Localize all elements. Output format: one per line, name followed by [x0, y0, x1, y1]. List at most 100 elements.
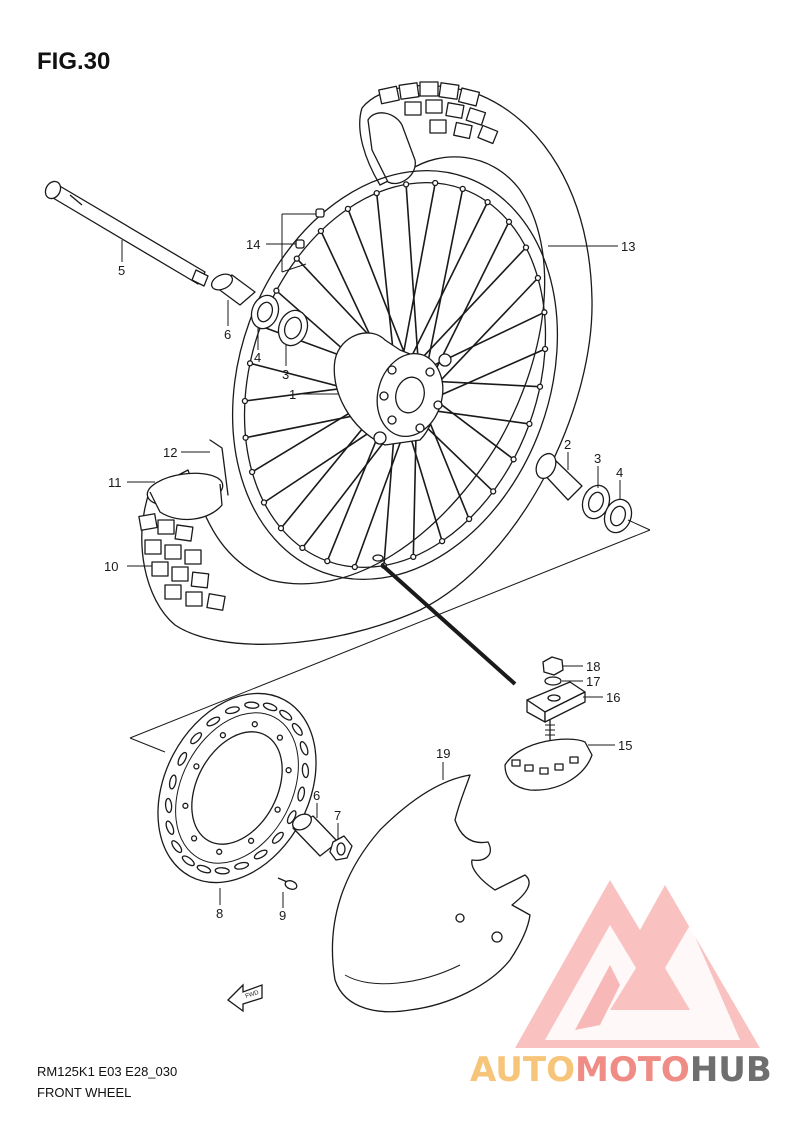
rim-tape: [209, 439, 229, 496]
disc-bolt-hole: [285, 767, 292, 774]
bearing-left: [277, 309, 309, 347]
callout-4-right: 4: [616, 465, 623, 480]
callout-12: 12: [163, 445, 177, 460]
spoke-nipple: [536, 383, 544, 390]
spoke-nipple: [260, 499, 268, 506]
disc-slot: [171, 840, 183, 854]
disc-bolt-hole: [247, 837, 255, 844]
disc-slot: [253, 849, 268, 860]
disc-bolt-hole: [276, 734, 284, 741]
spoke-nipple: [505, 218, 513, 225]
bearing-right: [581, 484, 611, 520]
spoke-nipples: [295, 208, 325, 249]
callout-16: 16: [606, 690, 620, 705]
disc-bolt-hole: [251, 721, 258, 728]
spoke-nipple: [317, 227, 325, 235]
disc-cover: [331, 774, 531, 1013]
axle: [44, 180, 209, 287]
spoke-nipple: [526, 420, 533, 428]
spoke-nipple: [246, 360, 254, 367]
disc-slot: [286, 810, 297, 825]
spoke-nipple: [402, 181, 410, 188]
dust-seal-right: [603, 498, 633, 534]
disc-slot: [224, 706, 240, 715]
callout-19: 19: [436, 746, 450, 761]
disc-slot: [301, 762, 310, 779]
tread-blocks-bottom: [138, 513, 226, 611]
spoke: [423, 221, 510, 394]
callout-3-left: 3: [282, 367, 289, 382]
disc-slot: [181, 855, 195, 867]
disc-bolt-hole: [216, 848, 223, 855]
disc-slot: [234, 861, 250, 870]
brand-auto: AUTO: [470, 1050, 575, 1090]
spoke-nipple: [438, 537, 446, 545]
rim-lock-washer: [544, 676, 562, 686]
disc-slot: [165, 820, 175, 835]
tube: [146, 472, 224, 521]
rim-lock-nut: [542, 656, 564, 676]
disc-bolt-hole: [219, 732, 227, 739]
disc-slot: [177, 751, 188, 766]
spoke-nipple: [459, 185, 466, 193]
figure-caption: FRONT WHEEL: [37, 1085, 132, 1100]
spoke-nipple: [541, 309, 548, 316]
callout-6-lower: 6: [313, 788, 320, 803]
brake-disc: [157, 692, 317, 884]
callout-10: 10: [104, 559, 118, 574]
disc-bolt-hole: [182, 802, 189, 809]
disc-slot: [190, 732, 203, 745]
callout-17: 17: [586, 674, 600, 689]
callout-3-right: 3: [594, 451, 601, 466]
spoke: [422, 188, 464, 388]
spacer-left: [210, 273, 256, 306]
tire: [138, 81, 593, 645]
callout-8: 8: [216, 906, 223, 921]
hub: [333, 332, 452, 446]
callout-18: 18: [586, 659, 600, 674]
callout-1: 1: [289, 387, 296, 402]
disc-slot: [164, 797, 173, 814]
fwd-arrow-icon: FWD: [227, 983, 263, 1013]
spoke-nipple: [299, 544, 306, 552]
rim-lock: [504, 719, 593, 791]
spoke-nipple: [534, 274, 542, 282]
callout-14: 14: [246, 237, 260, 252]
model-code: RM125K1 E03 E28_030: [37, 1064, 178, 1079]
leader-lines: [121, 213, 621, 908]
disc-slot: [168, 774, 177, 790]
spoke-nipple: [510, 456, 517, 463]
spokes: [241, 179, 549, 571]
disc-slot: [291, 722, 303, 736]
watermark-logo: [515, 880, 760, 1048]
explode-plane: [129, 519, 651, 753]
rim-lock-block: [526, 681, 586, 723]
disc-slot: [214, 867, 230, 875]
fwd-label: FWD: [245, 990, 260, 1000]
figure-title: FIG.30: [37, 48, 111, 75]
callout-9: 9: [279, 908, 286, 923]
dust-seal-left: [250, 294, 280, 330]
spoke-nipple: [465, 515, 473, 523]
disc-bolt-hole: [190, 835, 198, 842]
disc-slot: [299, 741, 309, 756]
callout-13: 13: [621, 239, 635, 254]
disc-bolt-hole: [274, 806, 281, 813]
callout-numbers: 1 2 3 3 4 4 5 6 6 7 8 9 10 11 12 13 14 1…: [104, 237, 635, 923]
spoke-nipple: [248, 468, 256, 476]
callout-11: 11: [108, 475, 122, 490]
callout-7: 7: [334, 808, 341, 823]
spoke: [405, 184, 421, 382]
spoke-nipple: [410, 553, 417, 561]
spoke-nipple: [541, 345, 549, 353]
callout-6-upper: 6: [224, 327, 231, 342]
spoke-nipple: [242, 434, 249, 441]
spoke-nipple: [373, 189, 380, 197]
spoke-nipple: [490, 488, 497, 495]
disc-slot: [297, 786, 306, 802]
disc-slot: [279, 709, 293, 721]
spoke-nipple: [432, 179, 439, 187]
spoke-nipple: [324, 557, 331, 565]
spoke-nipple: [344, 205, 352, 213]
